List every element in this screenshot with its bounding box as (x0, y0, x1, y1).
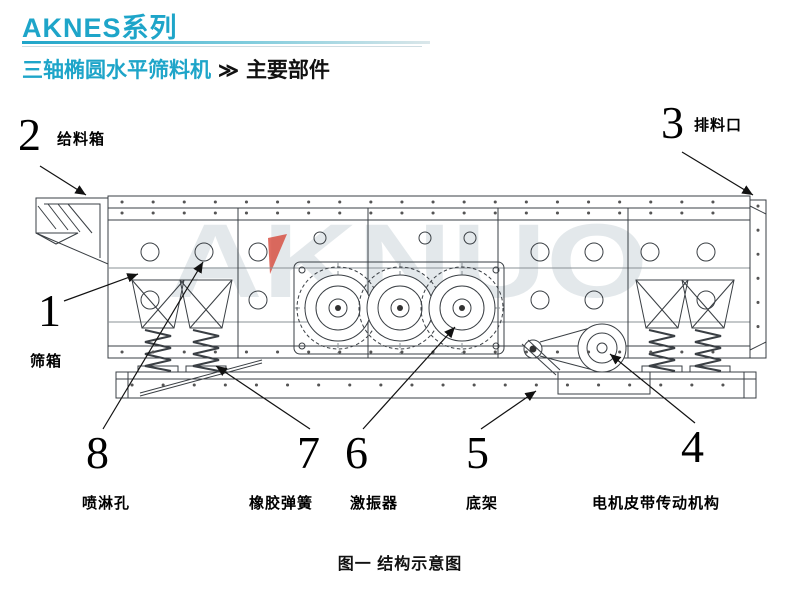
title-underline-thin (22, 46, 422, 47)
leader-6 (362, 326, 456, 430)
callout-label-5: 底架 (466, 495, 499, 512)
callout-label-8: 喷淋孔 (82, 495, 131, 512)
callout-label-3: 排料口 (694, 117, 743, 134)
callout-number-3: 3 (661, 97, 684, 148)
machine-outline (35, 195, 767, 399)
leader-3 (681, 151, 754, 196)
watermark-accent (268, 234, 287, 274)
springs-right (635, 279, 735, 373)
base-frame-shape (115, 359, 757, 399)
leader-7 (215, 365, 311, 430)
machine-name: 三轴椭圆水平筛料机 (22, 59, 211, 82)
callout-number-8: 8 (86, 427, 109, 478)
section-title: 主要部件 (245, 59, 330, 82)
leader-4 (609, 353, 696, 424)
page-subtitle: 三轴椭圆水平筛料机 ≫ 主要部件 (22, 54, 330, 84)
subtitle-separator: ≫ (218, 60, 239, 82)
callout-number-6: 6 (345, 427, 368, 478)
exciter-shape (293, 261, 505, 355)
leader-1 (63, 273, 139, 302)
callout-number-4: 4 (681, 421, 704, 472)
callout-label-4: 电机皮带传动机构 (592, 495, 721, 512)
title-underline (22, 41, 430, 44)
discharge-shape (749, 199, 767, 359)
series-title: AKNES系列 (22, 13, 178, 43)
callout-number-5: 5 (466, 427, 489, 478)
callout-label-6: 激振器 (350, 495, 399, 512)
leader-2 (39, 165, 87, 196)
feed-box-shape (35, 197, 109, 265)
motor-drive-shape (521, 323, 651, 395)
figure-caption: 图一 结构示意图 (337, 556, 463, 573)
callout-number-1: 1 (38, 285, 61, 336)
callout-number-7: 7 (297, 427, 320, 478)
leader-8 (102, 261, 204, 430)
leader-5 (480, 390, 537, 430)
callout-number-2: 2 (18, 109, 41, 160)
callout-label-7: 橡胶弹簧 (249, 495, 314, 512)
callout-label-1: 筛箱 (30, 353, 63, 370)
leader-lines (39, 151, 754, 430)
callout-label-2: 给料箱 (57, 131, 106, 148)
